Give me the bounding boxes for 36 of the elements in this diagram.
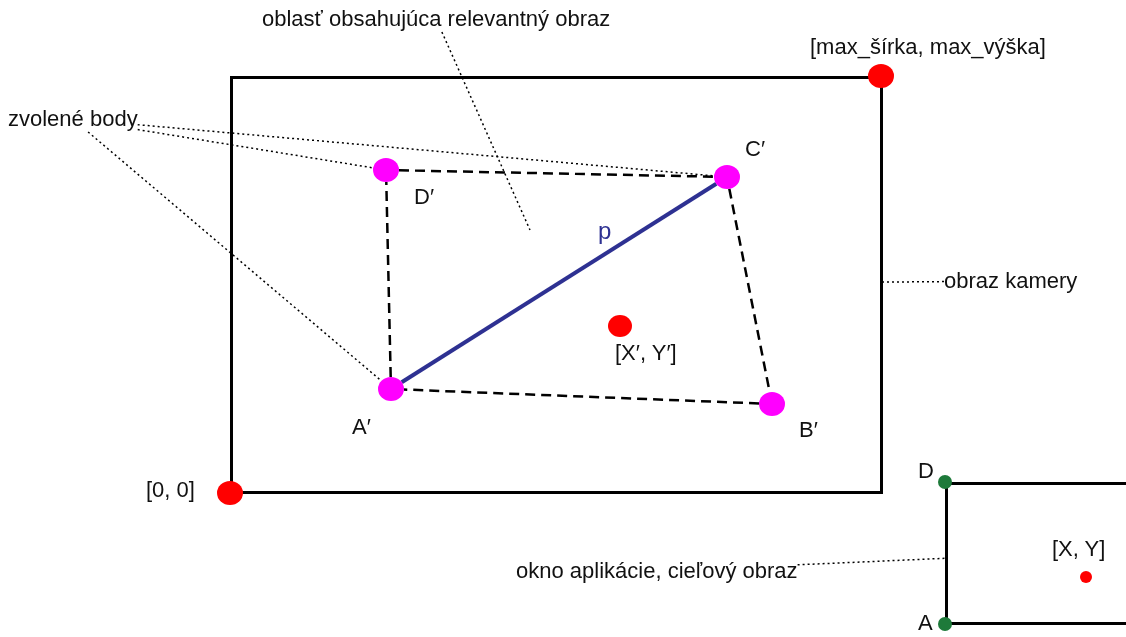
leader-line <box>136 123 715 177</box>
point-marker <box>759 392 785 416</box>
point-marker <box>868 64 894 88</box>
point-label: C′ <box>745 136 765 162</box>
point-marker <box>938 475 952 489</box>
leader-line <box>441 31 531 231</box>
app-window-frame <box>945 482 1126 625</box>
point-marker <box>373 158 399 182</box>
callout-text: okno aplikácie, cieľový obraz <box>516 558 798 584</box>
dashed-line <box>385 181 392 378</box>
point-marker <box>1080 571 1092 583</box>
callout-text: zvolené body <box>8 106 138 132</box>
leader-line <box>796 557 946 566</box>
point-marker <box>608 315 632 337</box>
point-marker <box>217 481 243 505</box>
point-label: B′ <box>799 417 818 443</box>
camera-frame <box>230 76 883 494</box>
point-label: A <box>918 610 933 636</box>
dashed-line <box>403 388 760 405</box>
point-label: [max_šírka, max_výška] <box>810 34 1046 60</box>
leader-line <box>882 280 945 283</box>
point-marker <box>378 377 404 401</box>
point-label: A′ <box>352 414 371 440</box>
point-label: [X, Y] <box>1052 536 1106 562</box>
point-marker <box>714 165 740 189</box>
dashed-line <box>398 169 715 178</box>
point-marker <box>938 617 952 631</box>
point-label: [0, 0] <box>146 477 195 503</box>
callout-text: obraz kamery <box>944 268 1078 294</box>
point-label: D′ <box>414 184 434 210</box>
leader-line <box>87 131 383 382</box>
line-segment <box>400 182 718 384</box>
callout-text: oblasť obsahujúca relevantný obraz <box>262 6 611 32</box>
point-label: D <box>918 458 934 484</box>
leader-line <box>136 128 374 169</box>
point-label: [X′, Y′] <box>615 340 677 366</box>
